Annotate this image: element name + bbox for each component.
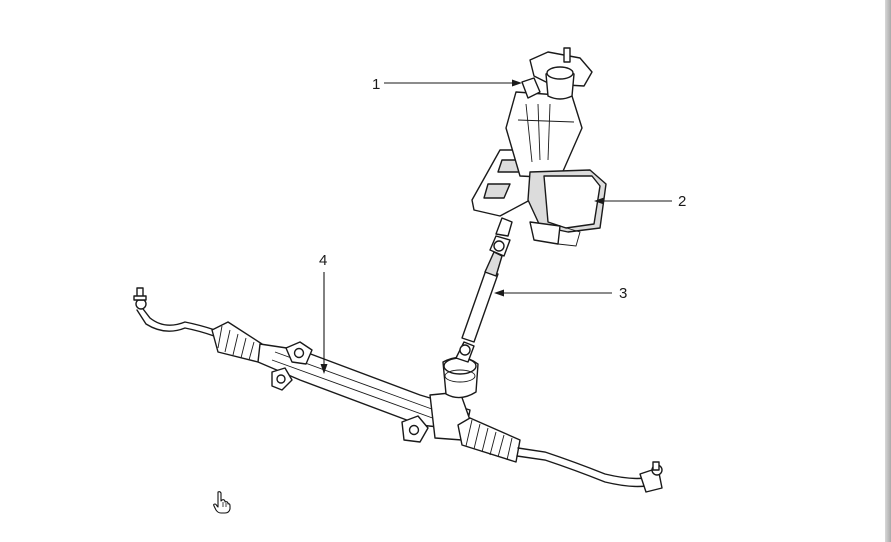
callout-1: 1	[372, 76, 522, 93]
rack-housing	[257, 341, 479, 443]
steering-column	[471, 47, 607, 247]
right-boot	[457, 417, 521, 463]
callout-4: 4	[319, 252, 328, 374]
callout-3: 3	[494, 285, 627, 302]
left-tie-rod	[133, 287, 216, 337]
intermediate-shaft	[455, 217, 513, 363]
right-tie-rod	[516, 447, 663, 493]
window-edge	[885, 0, 891, 542]
callout-label-2: 2	[678, 193, 686, 210]
callout-label-4: 4	[319, 252, 327, 269]
callout-label-1: 1	[372, 76, 380, 93]
left-boot	[211, 321, 263, 363]
callout-2: 2	[594, 193, 686, 210]
hand-pointer-icon	[213, 491, 231, 514]
callout-label-3: 3	[619, 285, 627, 302]
